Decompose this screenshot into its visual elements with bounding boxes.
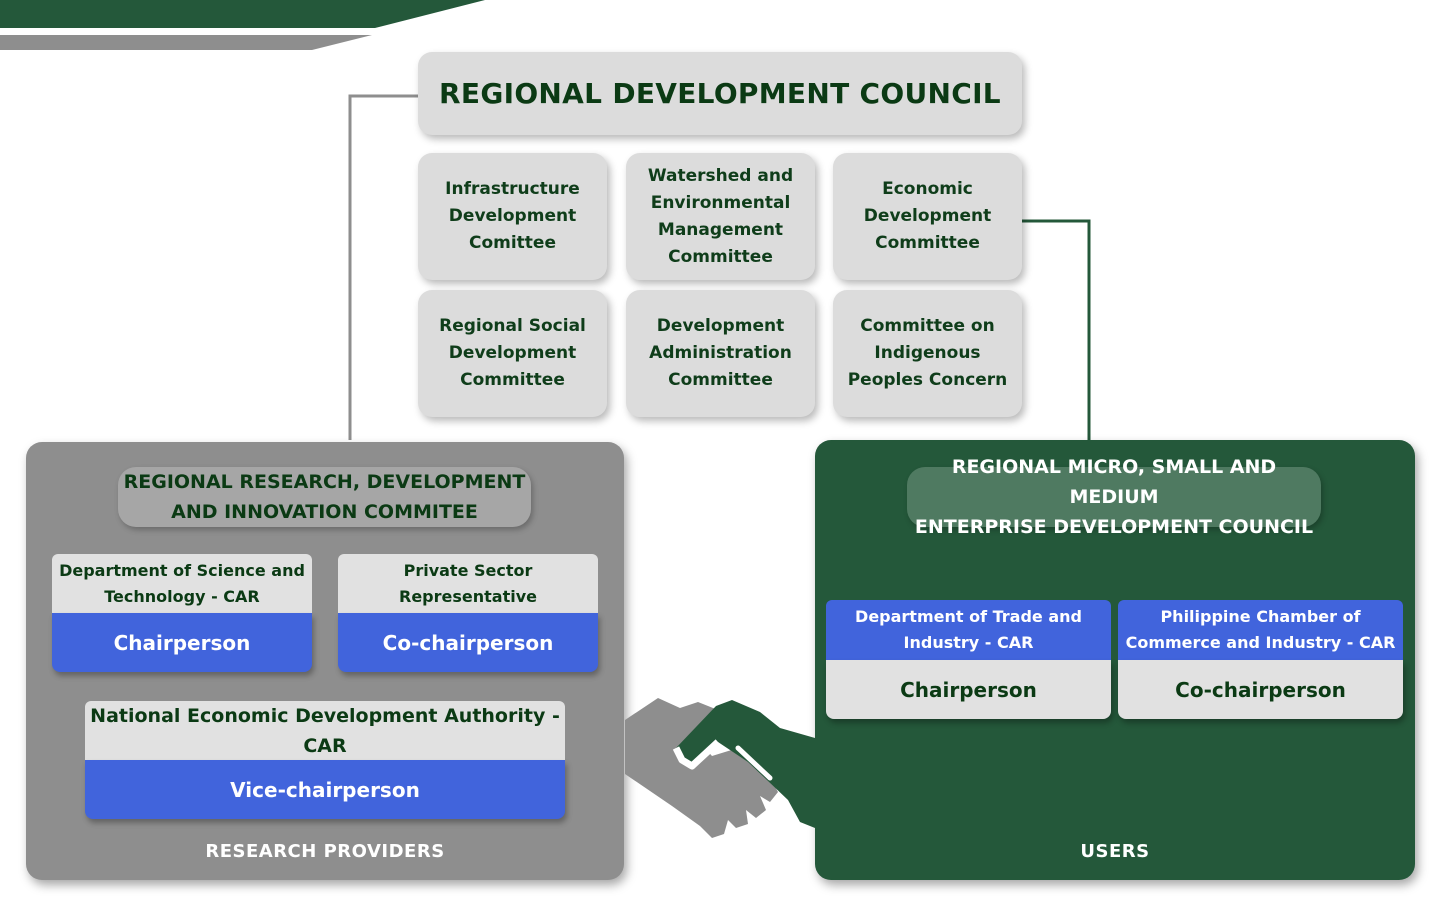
committee-watershed: Watershed and Environmental Management C… (626, 153, 815, 280)
research-committee-title: REGIONAL RESEARCH, DEVELOPMENT AND INNOV… (118, 467, 531, 527)
research-cochair-org-line2: Representative (399, 586, 537, 606)
connector-to-users (1020, 219, 1091, 440)
users-chair-role: Chairperson (826, 660, 1111, 719)
users-title-line2: ENTERPRISE DEVELOPMENT COUNCIL (914, 516, 1314, 538)
header-stripe-green (0, 0, 485, 28)
users-chair-org: Department of Trade and Industry - CAR (826, 600, 1111, 660)
handshake-highlight (672, 739, 721, 770)
header-stripe-grey (0, 35, 372, 50)
committee-infrastructure: Infrastructure Development Comittee (418, 153, 607, 280)
handshake-grey-hand (625, 698, 778, 838)
council-title: REGIONAL DEVELOPMENT COUNCIL (418, 52, 1022, 135)
research-chair-org: Department of Science and Technology - C… (52, 554, 312, 613)
users-chair-org-line2: Industry - CAR (903, 633, 1034, 652)
research-vice-org-line1: National Economic Development Authority … (90, 704, 560, 727)
research-title-line1: REGIONAL RESEARCH, DEVELOPMENT (123, 471, 526, 493)
handshake-highlight-2 (735, 745, 773, 781)
research-vice-role: Vice-chairperson (85, 760, 565, 819)
research-cochair-org: Private Sector Representative (338, 554, 598, 613)
users-cochair-role: Co-chairperson (1118, 660, 1403, 719)
committee-indigenous: Committee on Indigenous Peoples Concern (833, 290, 1022, 417)
committee-economic: Economic Development Committee (833, 153, 1022, 280)
connector-to-research (348, 94, 418, 440)
header-stripes (0, 0, 485, 50)
handshake-icon (625, 698, 815, 838)
research-footer-label: RESEARCH PROVIDERS (205, 840, 445, 862)
handshake-green-hand (676, 700, 815, 828)
users-council-title: REGIONAL MICRO, SMALL AND MEDIUM ENTERPR… (907, 456, 1321, 538)
research-title-line2: AND INNOVATION COMMITEE (171, 501, 478, 523)
research-chair-role: Chairperson (52, 613, 312, 672)
users-cochair-org-line2: Commerce and Industry - CAR (1125, 633, 1396, 652)
users-footer-label: USERS (1080, 840, 1150, 862)
users-chair-org-line1: Department of Trade and (855, 607, 1082, 626)
committee-administration: Development Administration Committee (626, 290, 815, 417)
research-vice-org-line2: CAR (303, 734, 347, 757)
research-chair-org-line1: Department of Science and (59, 560, 305, 580)
users-cochair-org-line1: Philippine Chamber of (1160, 607, 1361, 626)
users-title-line1: REGIONAL MICRO, SMALL AND MEDIUM (951, 456, 1277, 508)
research-chair-org-line2: Technology - CAR (104, 586, 260, 606)
research-cochair-role: Co-chairperson (338, 613, 598, 672)
research-cochair-org-line1: Private Sector (403, 560, 533, 580)
committee-social: Regional Social Development Committee (418, 290, 607, 417)
users-cochair-org: Philippine Chamber of Commerce and Indus… (1118, 600, 1403, 660)
research-vice-org: National Economic Development Authority … (85, 701, 565, 760)
